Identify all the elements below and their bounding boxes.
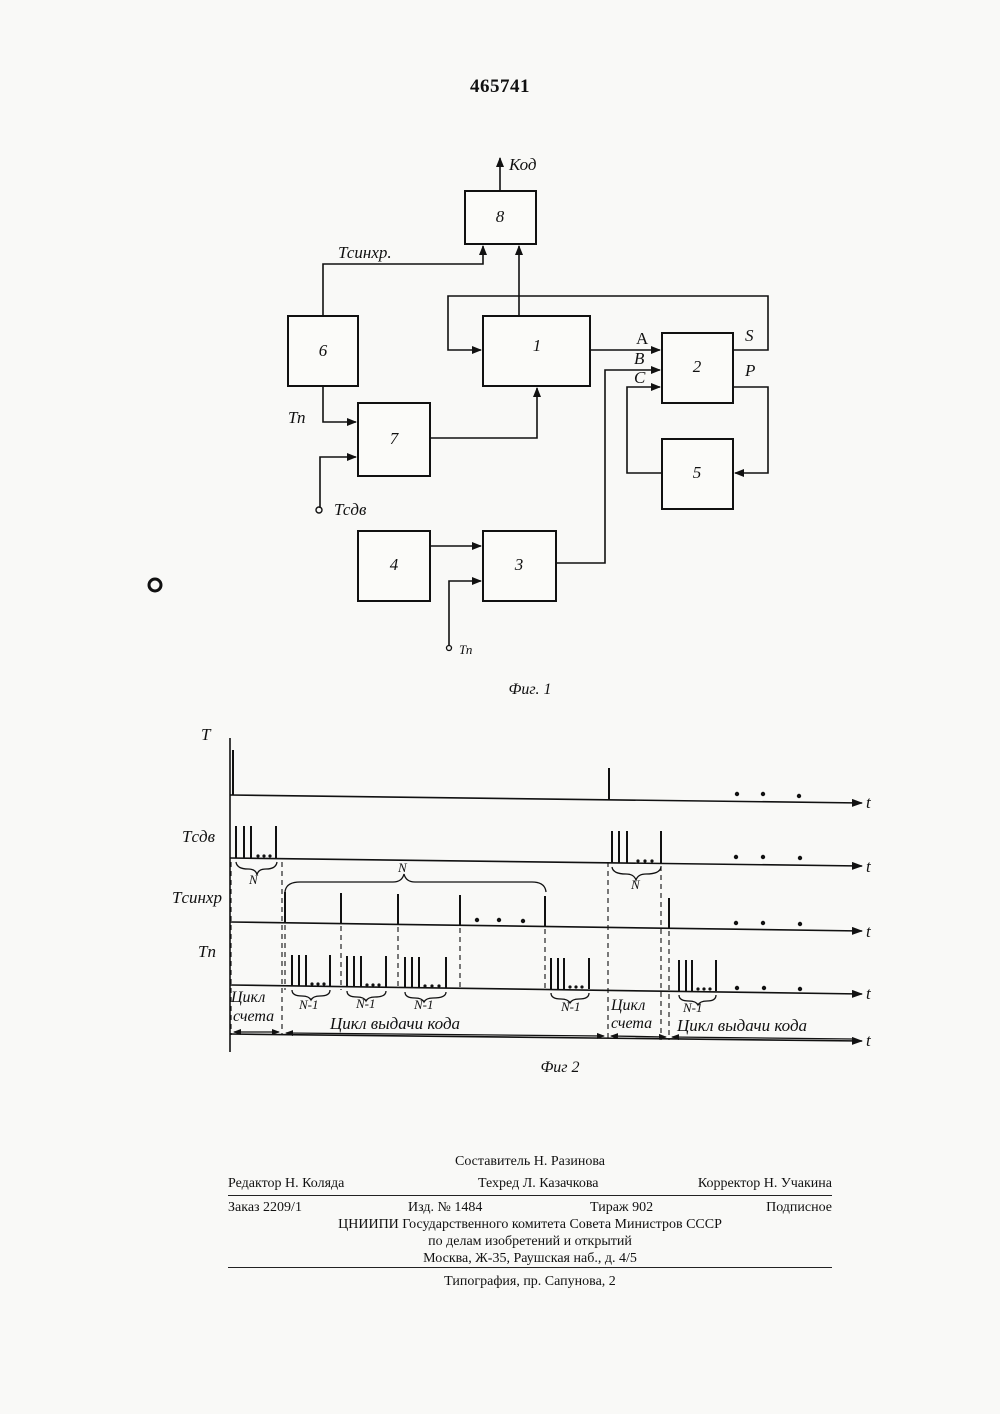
issue-number: Изд. № 1484 — [408, 1200, 482, 1216]
row-tshift-axis-label: t — [866, 857, 872, 876]
order-number: Заказ 2209/1 — [228, 1200, 302, 1216]
subscription: Подписное — [766, 1200, 832, 1216]
colophon-rule-top — [228, 1195, 832, 1196]
tp-burst-5 — [679, 960, 716, 991]
tshift-terminal — [316, 507, 322, 513]
row-tp-ellipsis — [735, 986, 802, 991]
svg-text:6: 6 — [319, 341, 328, 360]
tp-line — [323, 386, 356, 422]
block-1: 1 — [483, 316, 590, 386]
block-3: 3 — [483, 531, 556, 601]
tp-burst-1 — [292, 955, 330, 986]
n1-label-4: N-1 — [560, 999, 581, 1014]
colophon-rule-bottom — [228, 1267, 832, 1268]
n-label-1: N — [248, 872, 259, 887]
s-label: S — [745, 326, 754, 345]
compiler: Составитель Н. Разинова — [228, 1154, 832, 1170]
c-line — [627, 387, 662, 473]
count-cycle-label-1a: Цикл — [230, 989, 265, 1006]
row-t-axis-label: t — [866, 793, 872, 812]
row-tsync-ellipsis — [734, 921, 802, 926]
org-line-2: по делам изобретений и открытий — [228, 1234, 832, 1250]
fig1-caption: Фиг. 1 — [509, 681, 552, 698]
sync-big-brace — [285, 874, 546, 892]
a-label: A — [636, 329, 649, 348]
n1-label-5: N-1 — [682, 1000, 703, 1015]
n-label-big: N — [397, 860, 408, 875]
org-line-1: ЦНИИПИ Государственного комитета Совета … — [228, 1217, 832, 1233]
block-2: 2 — [662, 333, 733, 403]
svg-text:1: 1 — [533, 336, 542, 355]
row-t-axis — [230, 795, 862, 803]
svg-text:3: 3 — [514, 555, 524, 574]
techred: Техред Л. Казачкова — [478, 1176, 599, 1192]
p-line — [733, 387, 768, 473]
b-label: B — [634, 349, 645, 368]
t-sync-label: Тсинхр. — [338, 243, 392, 262]
n1-label-3: N-1 — [413, 997, 434, 1012]
tp-bottom-label: Тп — [459, 642, 472, 657]
tp-burst-4 — [551, 958, 589, 989]
n1-label-1: N-1 — [298, 997, 319, 1012]
tshift-label: Тсдв — [334, 500, 367, 519]
printer: Типография, пр. Сапунова, 2 — [228, 1274, 832, 1290]
tp-bottom-input-line — [449, 581, 481, 646]
block-8: 8 — [465, 191, 536, 244]
output-cycle-label-2: Цикл выдачи кода — [676, 1016, 807, 1035]
svg-text:5: 5 — [693, 463, 702, 482]
count-cycle-label-2a: Цикл — [610, 997, 645, 1014]
row-tp-axis-label: t — [866, 984, 872, 1003]
b-line — [556, 370, 660, 563]
address: Москва, Ж-35, Раушская наб., д. 4/5 — [228, 1251, 832, 1267]
block-5: 5 — [662, 439, 733, 509]
tp-bottom-terminal — [447, 646, 452, 651]
editor: Редактор Н. Коляда — [228, 1176, 344, 1192]
margin-blot — [149, 579, 161, 591]
tshift-burst-2 — [612, 831, 661, 863]
t-axis-label: T — [201, 725, 212, 744]
svg-text:8: 8 — [496, 207, 505, 226]
block-4: 4 — [358, 531, 430, 601]
c-label: C — [634, 368, 646, 387]
row-tp-label: Tп — [198, 942, 216, 961]
n-label-2: N — [630, 877, 641, 892]
row-tp-axis — [230, 985, 862, 994]
tp-burst-3 — [405, 957, 446, 988]
n1-label-2: N-1 — [355, 996, 376, 1011]
svg-text:2: 2 — [693, 357, 702, 376]
row-tshift-ellipsis — [734, 855, 802, 860]
tshift-burst-1 — [236, 826, 276, 858]
code-output-label: Код — [508, 155, 537, 174]
tp-burst-2 — [347, 956, 386, 987]
row-tsync-axis-label: t — [866, 922, 872, 941]
block-6: 6 — [288, 316, 358, 386]
row-tsync-label: Tсинхр — [172, 888, 222, 907]
block-7: 7 — [358, 403, 430, 476]
svg-text:4: 4 — [390, 555, 399, 574]
row-t-ellipsis — [735, 792, 801, 798]
count-cycle-label-1b: счета — [233, 1008, 274, 1025]
block-diagram-fig1: 8 6 1 2 7 5 4 3 Код Тсинхр. S A B C P Тп… — [0, 0, 1000, 710]
timing-diagram-fig2: T t Tсдв t N N N Tсинхр t Tп t — [0, 710, 1000, 1090]
corrector: Корректор Н. Учакина — [698, 1176, 832, 1192]
tp-label: Тп — [288, 408, 306, 427]
p-label: P — [744, 361, 755, 380]
block7-to-block1 — [430, 388, 537, 438]
output-cycle-label-1: Цикл выдачи кода — [329, 1014, 460, 1033]
circulation: Тираж 902 — [590, 1200, 653, 1216]
count-cycle-label-2b: счета — [611, 1015, 652, 1032]
row-tshift-label: Tсдв — [182, 827, 216, 846]
row-tshift-axis — [230, 858, 862, 866]
row-tsync-inner-ellipsis — [475, 918, 525, 923]
fig2-caption: Фиг 2 — [540, 1059, 579, 1076]
count-interval-arrow-2 — [611, 1036, 666, 1037]
bottom-axis-label: t — [866, 1031, 872, 1050]
